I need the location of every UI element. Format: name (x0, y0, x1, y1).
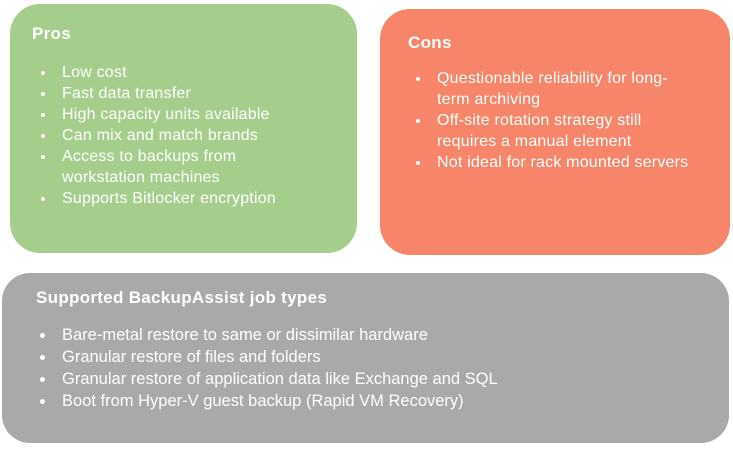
cons-list: Questionable reliability for long-term a… (408, 68, 693, 173)
cons-title: Cons (408, 33, 452, 52)
list-item: Access to backups from workstation machi… (56, 146, 318, 188)
supported-job-types-title: Supported BackupAssist job types (36, 288, 328, 307)
list-item: Low cost (56, 62, 318, 83)
pros-list: Low costFast data transferHigh capacity … (32, 62, 318, 209)
list-item: Off-site rotation strategy still require… (431, 110, 693, 152)
list-item: Granular restore of files and folders (56, 346, 699, 368)
pros-title: Pros (32, 24, 71, 43)
list-item: High capacity units available (56, 104, 318, 125)
list-item: Questionable reliability for long-term a… (431, 68, 693, 110)
list-item: Boot from Hyper-V guest backup (Rapid VM… (56, 390, 699, 412)
supported-job-types-panel: Supported BackupAssist job types Bare-me… (2, 273, 729, 443)
list-item: Granular restore of application data lik… (56, 368, 699, 390)
pros-panel: Pros Low costFast data transferHigh capa… (10, 4, 357, 253)
list-item: Can mix and match brands (56, 125, 318, 146)
cons-panel: Cons Questionable reliability for long-t… (380, 9, 730, 255)
list-item: Bare-metal restore to same or dissimilar… (56, 324, 699, 346)
list-item: Fast data transfer (56, 83, 318, 104)
list-item: Not ideal for rack mounted servers (431, 152, 693, 173)
supported-job-types-list: Bare-metal restore to same or dissimilar… (36, 324, 699, 412)
list-item: Supports Bitlocker encryption (56, 188, 318, 209)
